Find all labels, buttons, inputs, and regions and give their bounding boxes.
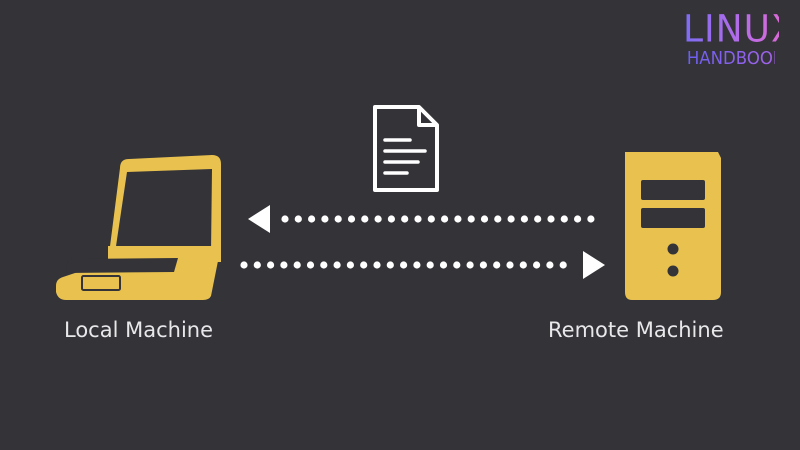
- connector-dot: [373, 261, 381, 269]
- connector-dot: [427, 215, 435, 223]
- connector-dot: [479, 261, 487, 269]
- dotted-line-top: [281, 215, 595, 223]
- connector-dot: [414, 215, 422, 223]
- connector-dot: [467, 215, 475, 223]
- connector-dot: [426, 261, 434, 269]
- connector-dot: [333, 261, 341, 269]
- connector-dot: [520, 215, 529, 223]
- connector-dot: [401, 215, 409, 223]
- connector-dot: [240, 261, 248, 269]
- connector-dot: [374, 215, 382, 223]
- server-icon: [625, 152, 721, 300]
- local-machine-label: Local Machine: [64, 318, 214, 342]
- arrow-remote-to-local: [248, 205, 595, 233]
- connector-dot: [506, 261, 514, 269]
- connector-dot: [400, 261, 408, 269]
- logo-text-handbook: HANDBOOK: [686, 48, 784, 69]
- connector-dot: [334, 215, 342, 223]
- connector-dot: [587, 215, 595, 223]
- connector-dot: [280, 261, 288, 269]
- connector-dot: [321, 215, 329, 223]
- connector-dot: [519, 261, 527, 269]
- connector-dot: [347, 215, 356, 223]
- connector-dot: [453, 261, 461, 269]
- document-icon: [373, 105, 439, 192]
- connector-dot: [346, 261, 354, 269]
- connector-dot: [507, 215, 515, 223]
- connector-dot: [574, 215, 582, 223]
- connector-dot: [281, 215, 289, 223]
- linux-handbook-logo: LINUX HANDBOOK: [683, 7, 797, 69]
- connector-dot: [294, 215, 302, 223]
- connector-dot: [293, 261, 301, 269]
- connector-dot: [413, 261, 421, 269]
- connector-dot: [386, 261, 394, 269]
- connector-dot: [466, 261, 474, 269]
- arrow-local-to-remote: [240, 251, 605, 279]
- dotted-line-bottom: [240, 261, 567, 269]
- connector-dot: [267, 261, 275, 269]
- connector-dot: [320, 261, 328, 269]
- connector-dot: [493, 261, 501, 269]
- connector-dot: [361, 215, 369, 223]
- connector-dot: [560, 215, 568, 223]
- connector-dot: [360, 261, 368, 269]
- connector-dot: [494, 215, 502, 223]
- connector-dot: [533, 261, 541, 269]
- laptop-icon: [56, 155, 221, 300]
- connector-dot: [454, 215, 462, 223]
- connector-dot: [439, 261, 448, 269]
- connector-dot: [387, 215, 395, 223]
- connector-dot: [547, 215, 555, 223]
- connector-dot: [534, 215, 542, 223]
- connector-dot: [306, 261, 315, 269]
- remote-machine-label: Remote Machine: [548, 318, 724, 342]
- connector-dot: [480, 215, 489, 223]
- connector-dot: [253, 261, 261, 269]
- connector-dot: [308, 215, 316, 223]
- logo-text-linux: LINUX: [683, 7, 797, 51]
- connector-dot: [559, 261, 567, 269]
- connector-dot: [546, 261, 554, 269]
- connector-dot: [441, 215, 449, 223]
